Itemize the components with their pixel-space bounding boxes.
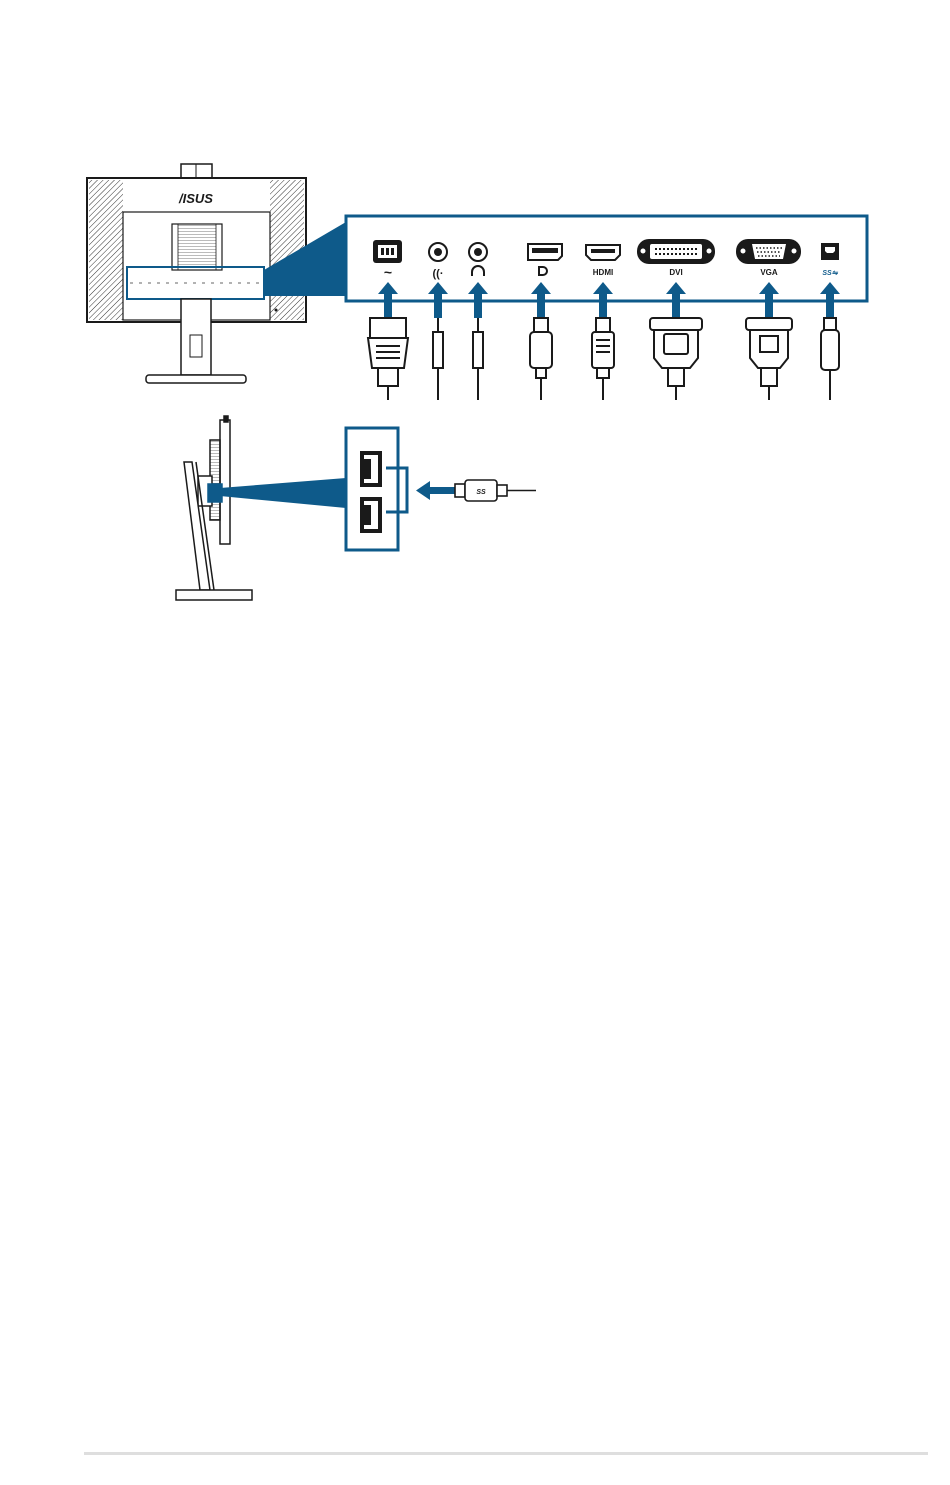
- usb-a-cable-plug: SS: [455, 480, 536, 501]
- ac-power-icon: [373, 240, 402, 263]
- stand-base: [146, 375, 246, 383]
- hdmi-icon: [586, 245, 620, 260]
- audio-jack-plug: [433, 318, 443, 400]
- vga-plug: [746, 318, 792, 400]
- dvi-plug: [650, 318, 702, 400]
- hdmi-plug: [592, 318, 614, 400]
- svg-text:((·: ((·: [433, 268, 444, 280]
- earphone-jack-plug: [473, 318, 483, 400]
- port-label-ac: ~: [384, 264, 392, 280]
- port-label-dvi: DVI: [669, 268, 682, 277]
- usb-a-port-icon: [360, 451, 382, 487]
- arrow-usb-downstream: [416, 481, 456, 500]
- rear-cable-plugs: [368, 318, 839, 400]
- cable-label-usb: SS: [476, 489, 486, 496]
- dvi-icon: [637, 239, 715, 264]
- vga-icon: [736, 239, 801, 264]
- zoom-wedge-side: [220, 478, 346, 508]
- displayport-plug: [530, 318, 552, 400]
- side-usb-panel: [346, 428, 407, 550]
- port-label-vga: VGA: [760, 268, 778, 277]
- usb3-icon: [821, 243, 839, 260]
- usb-a-port-icon: [360, 497, 382, 533]
- power-cord-plug: [368, 318, 408, 400]
- port-label-usb: SS⇋: [822, 270, 838, 277]
- brand-logo: /ISUS: [178, 191, 213, 206]
- usb-b-plug: [821, 318, 839, 400]
- port-label-hdmi: HDMI: [593, 268, 613, 277]
- footer-rule: [84, 1452, 928, 1455]
- monitor-side-view: [176, 416, 252, 600]
